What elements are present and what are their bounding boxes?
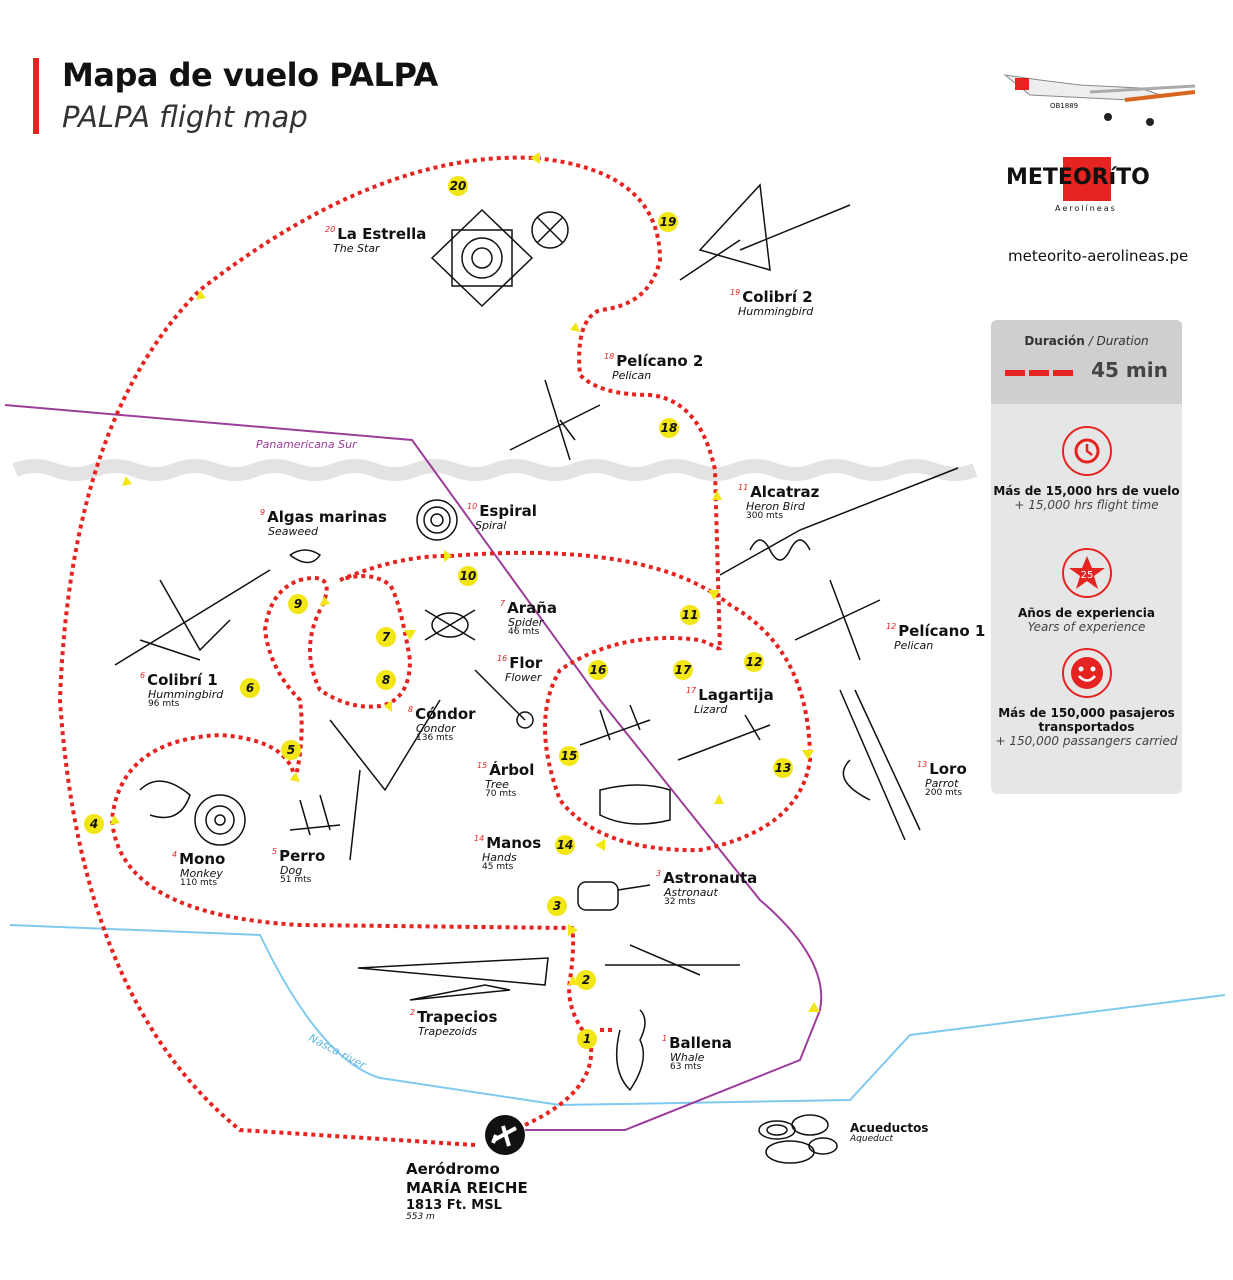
condor-icon: [329, 699, 441, 861]
route-marker-14[interactable]: 14: [555, 835, 575, 855]
route-direction-arrows: [110, 152, 820, 1012]
geoglyph-drawings: [114, 183, 959, 1164]
hands-icon: [599, 784, 671, 825]
route-marker-16[interactable]: 16: [588, 660, 608, 680]
route-marker-6[interactable]: 6: [240, 678, 260, 698]
route-marker-8[interactable]: 8: [376, 670, 396, 690]
brand-name: METEORíTO: [1006, 165, 1150, 190]
hummingbird-1-icon: [114, 569, 271, 666]
route-marker-13[interactable]: 13: [773, 758, 793, 778]
route-marker-7[interactable]: 7: [376, 627, 396, 647]
road-label: Panamericana Sur: [256, 438, 358, 451]
brand-tagline: Aerolíneas: [1055, 204, 1117, 213]
route-marker-5[interactable]: 5: [281, 740, 301, 760]
heron-icon: [719, 467, 959, 576]
astronaut-icon: [577, 881, 651, 911]
spider-icon: [424, 609, 476, 641]
title-accent-bar: [33, 58, 39, 134]
panamericana-road: [4, 404, 823, 1131]
stat-passengers: Más de 150,000 pasajeros transportados+ …: [991, 648, 1182, 748]
brand-logo: METEORíTO: [1006, 165, 1150, 190]
pelican-1-icon: [794, 579, 881, 661]
duration-value: 45 min: [1091, 358, 1168, 382]
route-marker-11[interactable]: 11: [680, 605, 700, 625]
years-badge: 25: [1080, 570, 1093, 581]
river-label: Nasca river: [307, 1031, 369, 1072]
route-marker-17[interactable]: 17: [673, 660, 693, 680]
clock-icon: [1061, 426, 1112, 476]
website-link[interactable]: meteorito-aerolineas.pe: [1008, 247, 1189, 265]
desert-band: [12, 459, 978, 481]
whale-icon: [615, 1009, 646, 1092]
duration-label-en: / Duration: [1088, 334, 1149, 348]
route-marker-18[interactable]: 18: [659, 418, 679, 438]
route-marker-1[interactable]: 1: [577, 1029, 597, 1049]
flower-icon: [474, 669, 534, 729]
airport-icon: [485, 1115, 525, 1155]
duration-section: Duración / Duration 45 min: [991, 320, 1182, 404]
page-subtitle: PALPA flight map: [62, 100, 308, 134]
route-legend-dash: [1005, 369, 1026, 376]
nasca-river: [9, 924, 1226, 1107]
monkey-icon: [139, 780, 246, 846]
star-geoglyph-icon: [430, 208, 569, 308]
route-marker-20[interactable]: 20: [448, 176, 468, 196]
route-marker-12[interactable]: 12: [744, 652, 764, 672]
aircraft-illustration: [1003, 74, 1196, 126]
lizard-icon: [677, 714, 771, 761]
stat-flight-hours: Más de 15,000 hrs de vuelo+ 15,000 hrs f…: [991, 426, 1182, 512]
info-panel: Duración / Duration 45 min Más de 15,000…: [991, 320, 1182, 794]
hummingbird-2-icon: [679, 183, 851, 281]
star-icon: 25: [1061, 548, 1112, 598]
route-marker-9[interactable]: 9: [288, 594, 308, 614]
dog-icon: [289, 794, 341, 836]
route-marker-3[interactable]: 3: [547, 896, 567, 916]
route-marker-2[interactable]: 2: [576, 970, 596, 990]
pelican-2-icon: [509, 379, 601, 461]
spiral-icon: [416, 499, 458, 541]
route-marker-15[interactable]: 15: [559, 746, 579, 766]
parrot-icon: [839, 689, 921, 841]
duration-label: Duración: [1024, 334, 1085, 348]
aqueduct-icon: [758, 1114, 838, 1164]
tree-icon: [579, 704, 651, 746]
aqueduct-label: Acueductos Aqueduct: [850, 1121, 929, 1144]
smiley-icon: [1061, 648, 1112, 698]
route-marker-10[interactable]: 10: [458, 566, 478, 586]
page-title: Mapa de vuelo PALPA: [62, 56, 438, 94]
trapezoids-icon: [357, 944, 740, 1001]
route-marker-4[interactable]: 4: [84, 814, 104, 834]
seaweed-icon: [289, 549, 322, 564]
route-marker-19[interactable]: 19: [658, 212, 678, 232]
aircraft-registration: OB1889: [1050, 102, 1079, 110]
airport-label: Aeródromo MARÍA REICHE 1813 Ft. MSL 553 …: [406, 1160, 528, 1222]
